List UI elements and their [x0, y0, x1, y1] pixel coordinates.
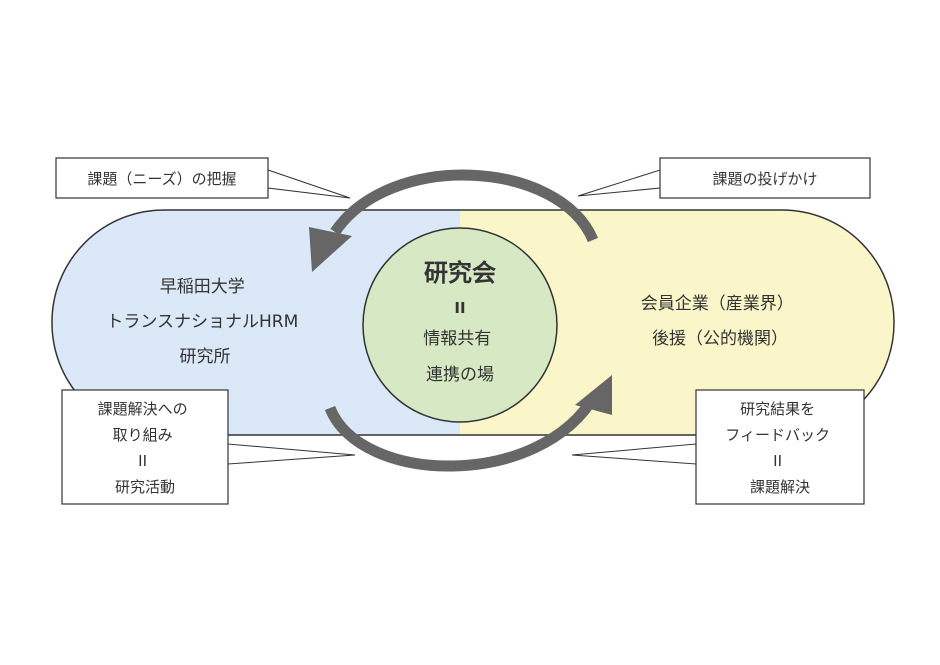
pointer-bottom-left [227, 443, 356, 465]
top-arc-arrow [330, 169, 599, 243]
left-org-label: 早稲田大学 トランスナショナルHRM 研究所 [106, 277, 303, 367]
right-org-label: 会員企業（産業界） 後援（公的機関） [641, 294, 799, 349]
bottom-arrowhead [575, 375, 612, 415]
callout-pointers [227, 169, 697, 465]
center-title: 研究会 [424, 259, 496, 287]
capsule [51, 209, 895, 436]
capsule-right-fill [460, 210, 894, 435]
capsule-left-fill [52, 210, 460, 435]
cycle-arrows [309, 169, 612, 472]
callout-boxes [55, 157, 871, 505]
center-circle [362, 227, 558, 423]
callout-top-left-box [55, 157, 269, 199]
center-equals: II [454, 299, 465, 317]
callout-bottom-right-text: 研究結果を フィードバック II 課題解決 [725, 400, 834, 496]
callout-bottom-right-box [695, 389, 865, 505]
callout-top-left-text: 課題（ニーズ）の把握 [87, 170, 236, 188]
callout-top-right-box [659, 157, 871, 199]
center-lines: 情報共有 連携の場 [423, 329, 496, 385]
top-arrowhead [309, 227, 352, 272]
callout-top-right-text: 課題の投げかけ [712, 170, 817, 188]
callout-bottom-left-text: 課題解決への 取り組み II 研究活動 [98, 400, 193, 496]
pointer-top-left [267, 169, 351, 199]
capsule-outline [51, 209, 895, 436]
callout-bottom-left-box [61, 389, 229, 505]
pointer-top-right [577, 169, 661, 197]
pointer-bottom-right [571, 443, 697, 465]
bottom-arc-arrow [324, 392, 600, 472]
